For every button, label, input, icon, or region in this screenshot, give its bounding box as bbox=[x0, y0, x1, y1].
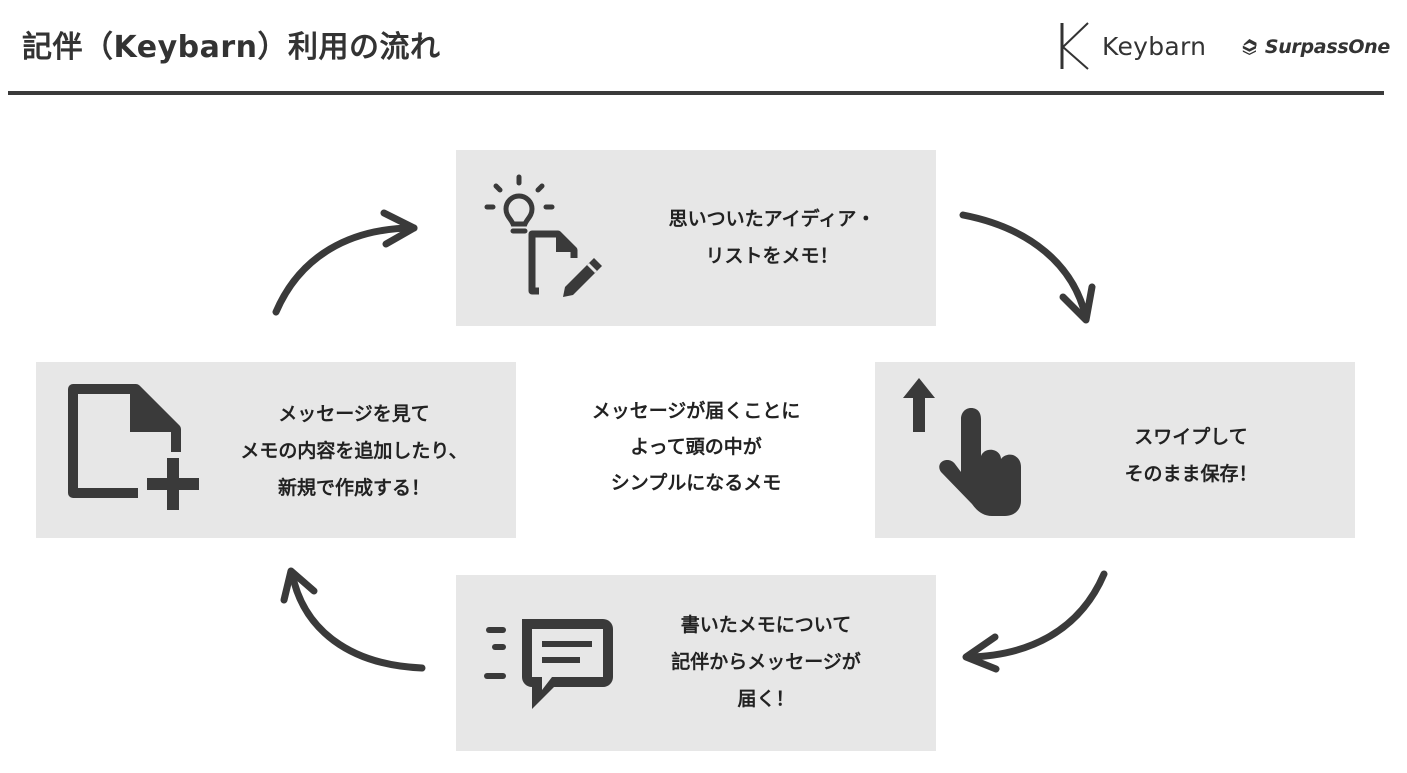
keybarn-k-logo-icon bbox=[1060, 22, 1089, 70]
center-caption: メッセージが届くことに よって頭の中が シンプルになるメモ bbox=[560, 393, 832, 501]
step-edit-line-3: 新規で作成する！ bbox=[277, 477, 430, 499]
step-box-swipe: スワイプして そのまま保存！ bbox=[875, 362, 1355, 538]
surpassone-mark-icon bbox=[1242, 39, 1257, 55]
keybarn-logo-text: Keybarn bbox=[1102, 31, 1207, 61]
center-line-2: よって頭の中が bbox=[630, 436, 762, 458]
header-rule bbox=[8, 91, 1384, 95]
step-box-message: 書いたメモについて 記伴からメッセージが 届く！ bbox=[456, 575, 936, 751]
page-title: 記伴（Keybarn）利用の流れ bbox=[22, 30, 441, 65]
message-notification-icon bbox=[484, 619, 613, 709]
step-message-line-1: 書いたメモについて bbox=[680, 614, 852, 636]
lightbulb-document-edit-icon bbox=[484, 174, 602, 297]
step-memo-line-1: 思いついたアイディア・ bbox=[668, 208, 876, 230]
surpassone-logo: SurpassOne bbox=[1240, 24, 1390, 70]
step-box-memo: 思いついたアイディア・ リストをメモ！ bbox=[456, 150, 936, 326]
step-box-edit: メッセージを見て メモの内容を追加したり、 新規で作成する！ bbox=[36, 362, 516, 538]
keybarn-logo: Keybarn bbox=[1058, 20, 1218, 72]
swipe-up-hand-icon bbox=[903, 378, 1021, 516]
arrow-bottom-right-icon bbox=[962, 570, 1108, 673]
step-swipe-line-2: そのまま保存！ bbox=[1124, 463, 1258, 485]
surpassone-logo-text: SurpassOne bbox=[1264, 36, 1390, 58]
arrow-top-right-icon bbox=[959, 211, 1096, 324]
step-message-line-2: 記伴からメッセージが bbox=[671, 651, 861, 673]
center-line-1: メッセージが届くことに bbox=[591, 400, 801, 422]
arrow-bottom-left-icon bbox=[280, 567, 426, 672]
step-memo-line-2: リストをメモ！ bbox=[705, 245, 839, 267]
center-line-3: シンプルになるメモ bbox=[610, 472, 782, 494]
step-swipe-line-1: スワイプして bbox=[1134, 426, 1248, 448]
step-message-line-3: 届く！ bbox=[737, 688, 795, 710]
document-add-icon bbox=[68, 384, 199, 510]
step-edit-line-2: メモの内容を追加したり、 bbox=[240, 440, 468, 462]
arrow-top-left-icon bbox=[272, 209, 418, 316]
step-edit-line-1: メッセージを見て bbox=[278, 403, 430, 425]
